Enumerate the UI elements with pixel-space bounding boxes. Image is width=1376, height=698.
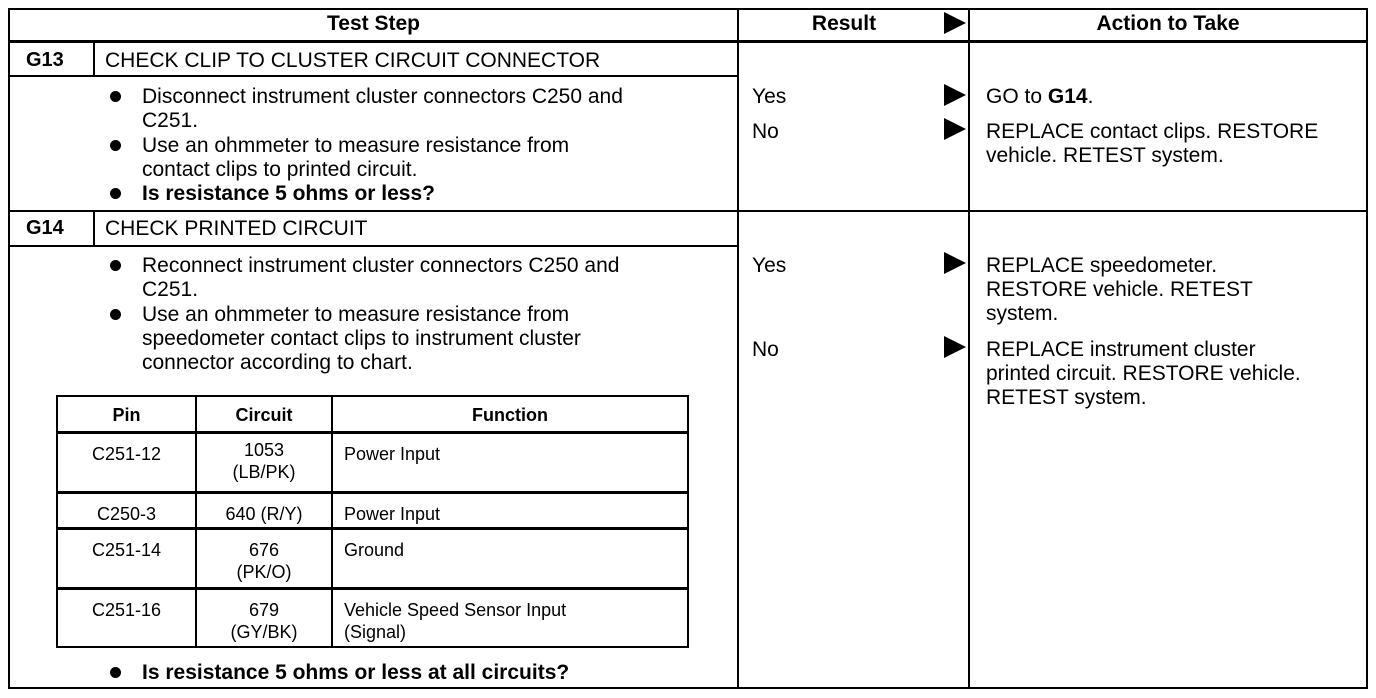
- step-id-g14: G14: [26, 217, 64, 239]
- bullet-icon: [110, 188, 121, 199]
- table-cell-function: Vehicle Speed Sensor Input (Signal): [344, 600, 567, 642]
- pin-table-col-divider: [331, 397, 333, 646]
- rule-right: [1366, 8, 1368, 689]
- header-result: Result: [811, 12, 877, 35]
- bullet-icon: [110, 260, 121, 271]
- table-cell-circuit: 676 (PK/O): [236, 540, 292, 582]
- pin-table-row-divider: [58, 527, 687, 530]
- step-title-g13: CHECK CLIP TO CLUSTER CIRCUIT CONNECTOR: [105, 49, 601, 72]
- table-cell-pin: C251-14: [91, 540, 162, 560]
- table-cell-function: Power Input: [344, 504, 441, 524]
- g14-action-yes: REPLACE speedometer. RESTORE vehicle. RE…: [986, 254, 1253, 325]
- g14-result-no: No: [752, 338, 779, 361]
- arrow-icon: [944, 252, 966, 274]
- pin-table-row-divider: [58, 587, 687, 590]
- rule-g13-title: [8, 75, 739, 77]
- g13-action-yes: GO to G14.: [986, 85, 1094, 108]
- header-test-step: Test Step: [327, 12, 420, 35]
- step-id-g13: G13: [26, 49, 64, 71]
- g14-bullet-3: Is resistance 5 ohms or less at all circ…: [142, 661, 570, 684]
- table-cell-pin: C251-16: [91, 600, 162, 620]
- g13-action-no: REPLACE contact clips. RESTORE vehicle. …: [986, 120, 1319, 167]
- pin-table-col-divider: [195, 397, 197, 646]
- bullet-icon: [110, 309, 121, 320]
- step-id-divider: [93, 212, 95, 246]
- arrow-icon: [944, 118, 966, 140]
- pin-table-header-circuit: Circuit: [235, 405, 293, 425]
- rule-action-left: [968, 8, 970, 689]
- g14-action-no: REPLACE instrument cluster printed circu…: [986, 338, 1301, 409]
- bullet-icon: [110, 667, 121, 678]
- pin-table-header-function: Function: [472, 405, 548, 425]
- g13-bullet-2: Use an ohmmeter to measure resistance fr…: [142, 134, 570, 181]
- pin-table-header-pin: Pin: [112, 405, 141, 425]
- rule-g14-title: [8, 245, 739, 247]
- rule-left: [8, 8, 10, 689]
- rule-g13-g14: [8, 210, 1368, 212]
- table-cell-circuit: 640 (R/Y): [225, 504, 303, 524]
- table-cell-pin: C250-3: [96, 504, 157, 524]
- pin-table-row-divider: [58, 491, 687, 494]
- rule-bottom: [8, 687, 1368, 689]
- header-action: Action to Take: [1096, 12, 1240, 35]
- step-id-divider: [93, 42, 95, 76]
- rule-header-bottom: [8, 40, 1368, 43]
- g13-bullet-3: Is resistance 5 ohms or less?: [142, 182, 435, 205]
- table-cell-circuit: 1053 (LB/PK): [232, 440, 296, 482]
- arrow-icon: [944, 12, 966, 34]
- g14-result-yes: Yes: [752, 254, 787, 277]
- arrow-icon: [944, 336, 966, 358]
- bullet-icon: [110, 91, 121, 102]
- g13-result-no: No: [752, 120, 779, 143]
- rule-result-left: [737, 8, 739, 689]
- step-title-g14: CHECK PRINTED CIRCUIT: [105, 217, 368, 240]
- g13-bullet-1: Disconnect instrument cluster connectors…: [142, 85, 623, 132]
- g14-bullet-1: Reconnect instrument cluster connectors …: [142, 254, 620, 301]
- g13-result-yes: Yes: [752, 85, 787, 108]
- arrow-icon: [944, 84, 966, 106]
- table-cell-circuit: 679 (GY/BK): [230, 600, 298, 642]
- pin-table-row-divider: [58, 431, 687, 434]
- table-cell-function: Power Input: [344, 444, 441, 464]
- table-cell-function: Ground: [344, 540, 405, 560]
- g14-bullet-2: Use an ohmmeter to measure resistance fr…: [142, 303, 581, 374]
- rule-top: [8, 8, 1368, 10]
- table-cell-pin: C251-12: [91, 444, 162, 464]
- pin-table: Pin Circuit Function C251-12 1053 (LB/PK…: [56, 395, 689, 648]
- bullet-icon: [110, 140, 121, 151]
